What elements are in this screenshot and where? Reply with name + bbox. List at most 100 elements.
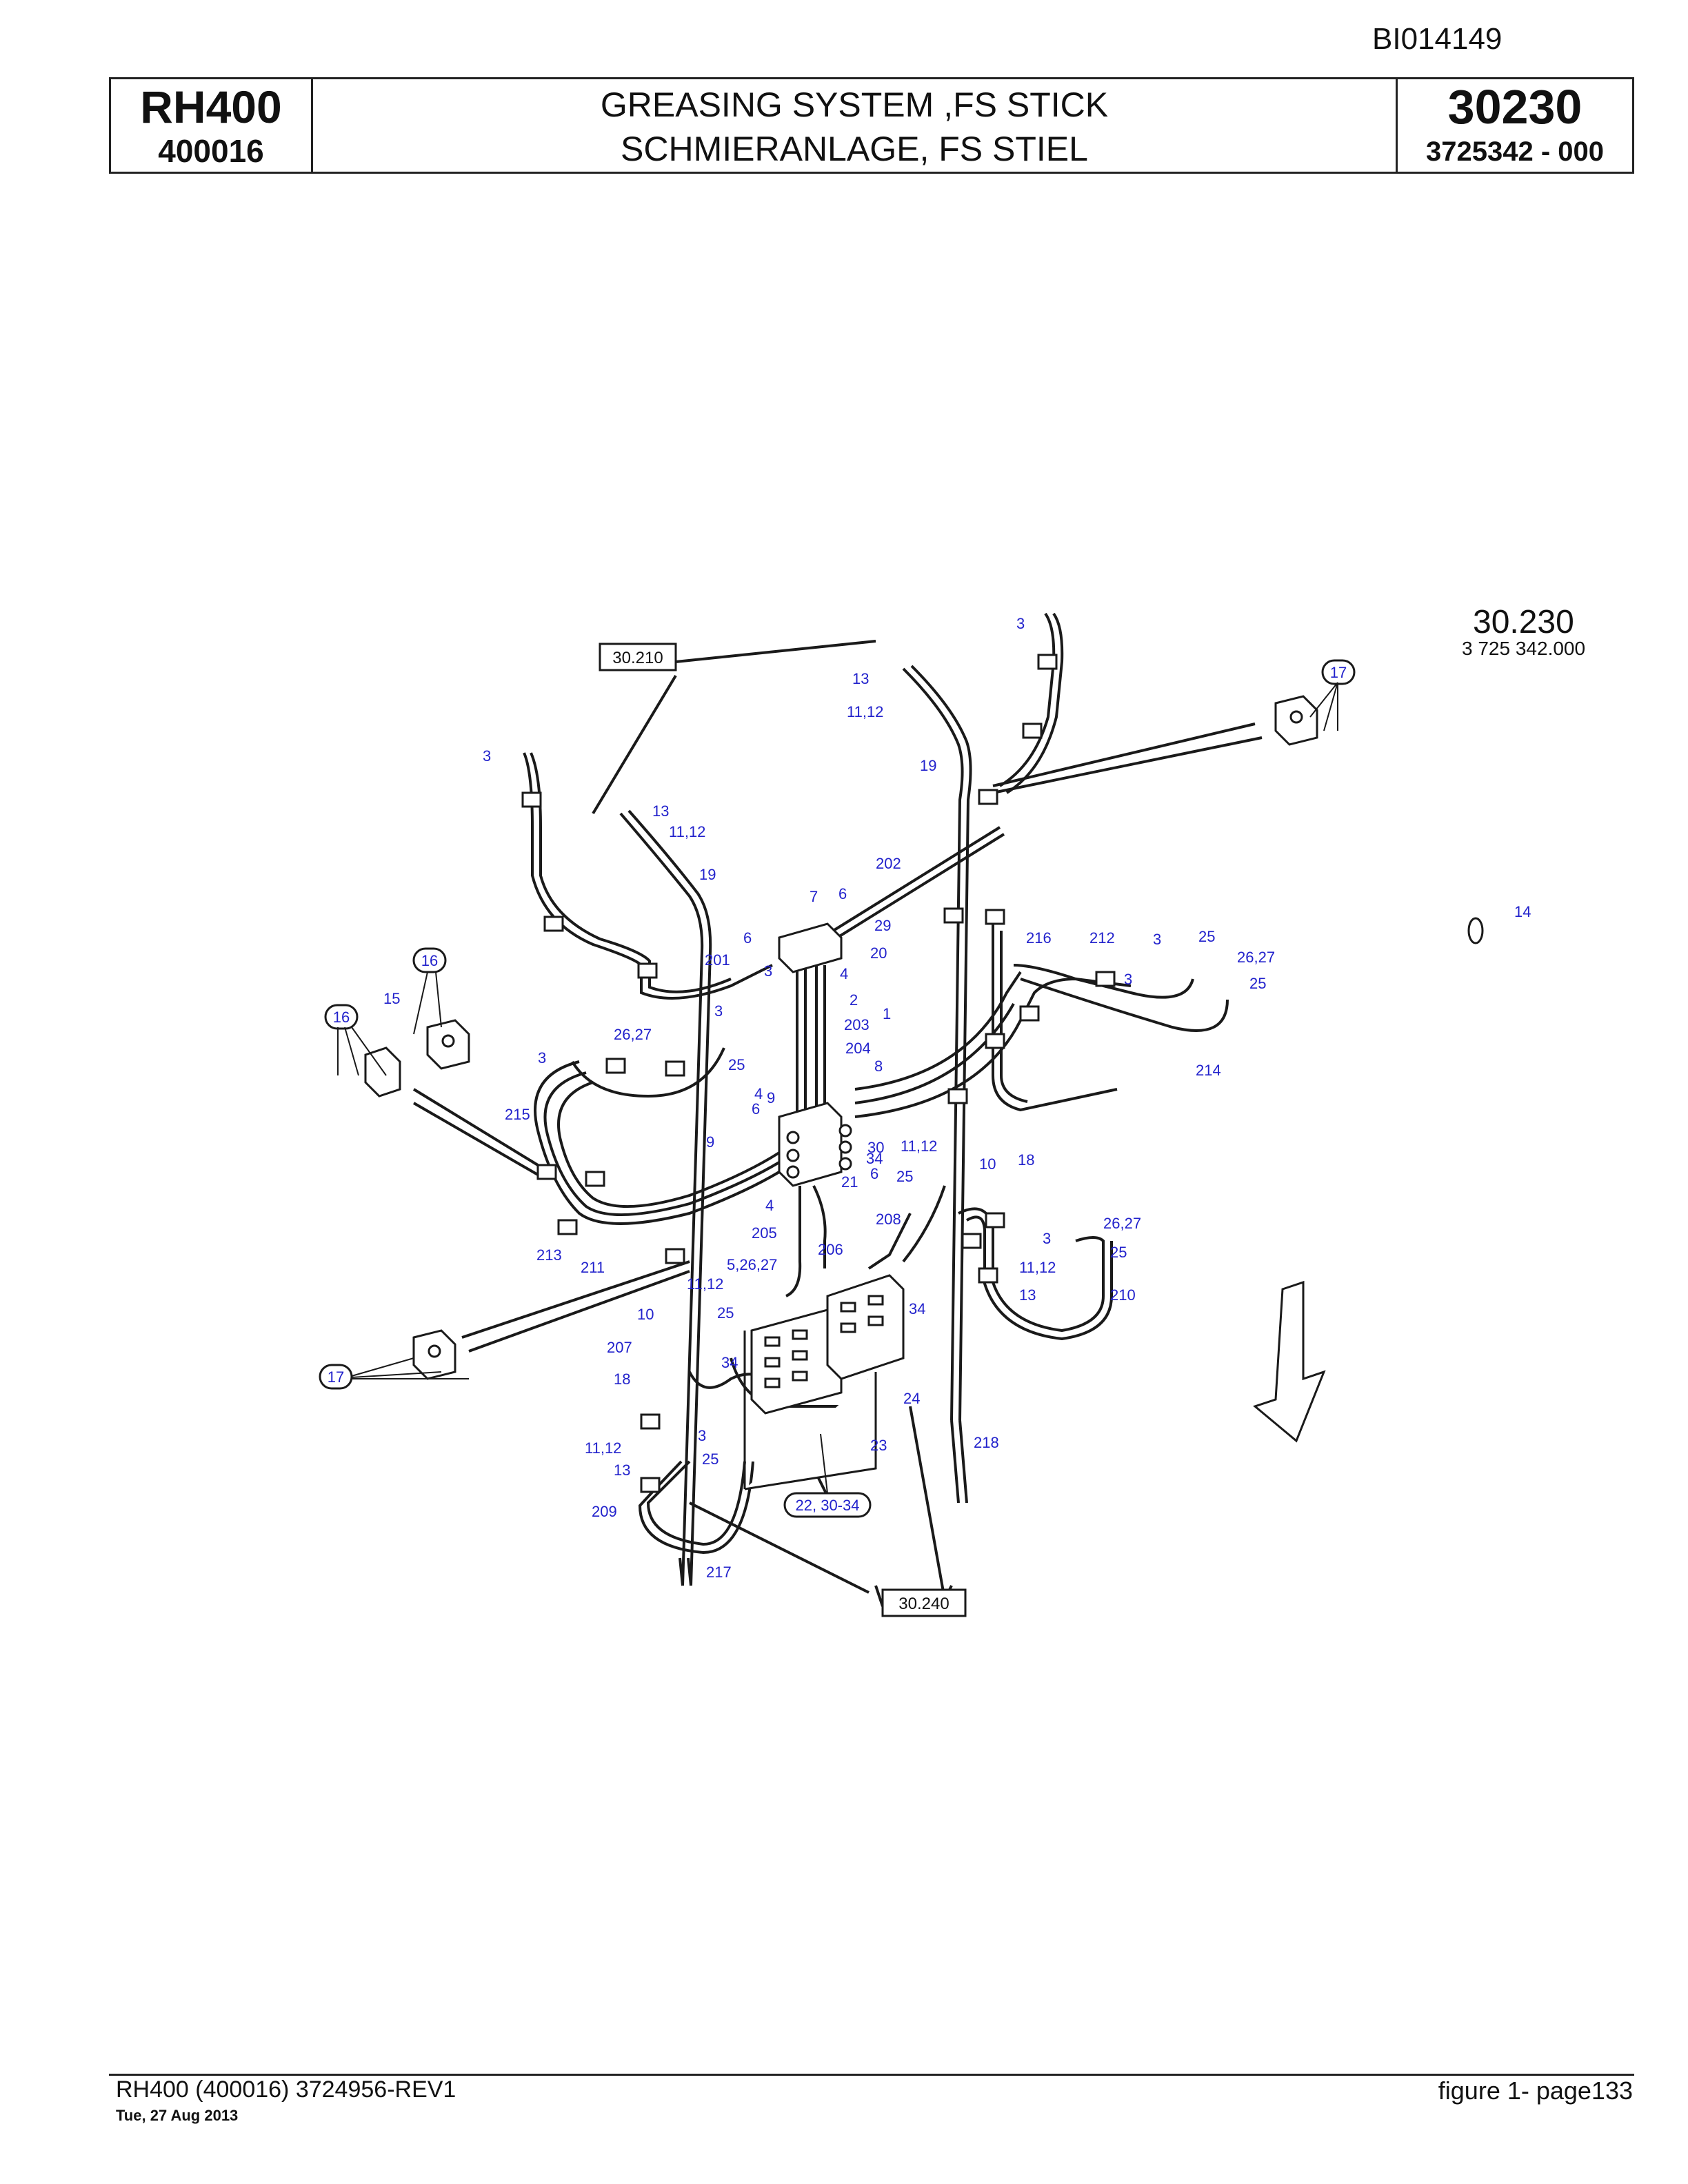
callout-9: 9: [767, 1089, 775, 1106]
direction-arrow-icon: [1252, 1280, 1326, 1443]
callout-34: 34: [866, 1150, 883, 1167]
title-block: RH400 400016 GREASING SYSTEM ,FS STICK S…: [109, 77, 1634, 174]
footer-rule: [109, 2074, 1634, 2076]
ref-group-label: 30.230: [1473, 604, 1574, 640]
callout-3: 3: [698, 1427, 706, 1444]
callout-26-27: 26,27: [1237, 949, 1275, 966]
callout-207: 207: [607, 1339, 632, 1356]
title-english: GREASING SYSTEM ,FS STICK: [600, 85, 1109, 124]
title-german: SCHMIERANLAGE, FS STIEL: [621, 130, 1088, 168]
lanyard-ring-icon: [1467, 917, 1484, 944]
callout-5-26-27: 5,26,27: [727, 1256, 777, 1273]
callout-2: 2: [850, 991, 858, 1009]
callout-26-27: 26,27: [1103, 1215, 1141, 1232]
callout-214: 214: [1196, 1062, 1221, 1079]
callout-204: 204: [845, 1040, 871, 1057]
callout-6: 6: [743, 929, 752, 947]
distributor-block-upper: [778, 922, 852, 1187]
callout-203: 203: [844, 1016, 870, 1033]
callout-19: 19: [699, 866, 716, 883]
callout-20: 20: [870, 944, 887, 962]
callout-10: 10: [637, 1306, 654, 1323]
callout-206: 206: [818, 1241, 843, 1258]
distributor-block-lower: [743, 1274, 905, 1490]
callout-211: 211: [581, 1259, 605, 1276]
ref-box-30240: 30.240: [881, 1588, 967, 1617]
callout-215: 215: [505, 1106, 530, 1123]
hose-clamps: [521, 654, 1116, 1493]
callout-30: 30: [867, 1139, 884, 1156]
callout-9: 9: [706, 1133, 714, 1151]
svg-text:30.210: 30.210: [612, 649, 663, 667]
circled-callouts: [319, 659, 1356, 1518]
callout-13: 13: [1019, 1286, 1036, 1304]
callout-4: 4: [754, 1085, 763, 1102]
callout-3: 3: [1124, 971, 1132, 988]
callout-202: 202: [876, 855, 901, 872]
callout-34: 34: [721, 1354, 738, 1371]
hose-lines: [412, 612, 1263, 1607]
circled-callout-labels: 16 16 17 17 22, 30-34: [328, 664, 1347, 1514]
callout-21: 21: [841, 1173, 858, 1191]
part-number: 3725342 - 000: [1425, 136, 1604, 167]
callout-210: 210: [1110, 1286, 1136, 1304]
callout-1: 1: [883, 1005, 891, 1022]
callout-14: 14: [1514, 903, 1531, 920]
callout-3: 3: [538, 1049, 546, 1066]
callout-25: 25: [1110, 1244, 1127, 1261]
callout-7: 7: [810, 888, 818, 905]
footer-doc-ref: RH400 (400016) 3724956-REV1: [116, 2076, 456, 2103]
ref-box-30210: 30.210: [599, 643, 677, 671]
callout-25: 25: [728, 1056, 745, 1073]
svg-text:30.240: 30.240: [898, 1595, 949, 1613]
callout-13: 13: [614, 1462, 630, 1479]
model-number: RH400: [140, 81, 282, 132]
callout-6: 6: [870, 1165, 878, 1182]
callout-8: 8: [874, 1058, 883, 1075]
callout-18: 18: [614, 1371, 630, 1388]
part-callouts: 31311,121931311,121920276629204212013152…: [383, 615, 1531, 1581]
callout-216: 216: [1026, 929, 1052, 947]
ref-partno-label: 3 725 342.000: [1462, 638, 1585, 659]
serial-number: 400016: [158, 133, 264, 169]
callout-24: 24: [903, 1390, 920, 1407]
callout-13: 13: [852, 670, 869, 687]
callout-209: 209: [592, 1503, 617, 1520]
callout-25: 25: [1249, 975, 1266, 992]
callout-15: 15: [383, 990, 400, 1007]
callout-10: 10: [979, 1155, 996, 1173]
callout-11-12: 11,12: [847, 703, 883, 720]
callout-26-27: 26,27: [614, 1026, 652, 1043]
callout-3: 3: [764, 962, 772, 980]
callout-25: 25: [717, 1304, 734, 1322]
callout-3: 3: [1043, 1230, 1051, 1247]
callout-17-a: 17: [1330, 664, 1347, 681]
callout-11-12: 11,12: [687, 1275, 723, 1293]
callout-16-a: 16: [421, 952, 438, 969]
callout-25: 25: [702, 1450, 719, 1468]
callout-23: 23: [870, 1437, 887, 1454]
group-number: 30230: [1447, 80, 1582, 134]
callout-11-12: 11,12: [901, 1138, 937, 1155]
callout-25: 25: [1198, 928, 1215, 945]
callout-3: 3: [1016, 615, 1025, 632]
callout-208: 208: [876, 1211, 901, 1228]
circled-callout-leaders: [337, 682, 1338, 1494]
callout-19: 19: [920, 757, 936, 774]
callout-213: 213: [536, 1246, 562, 1264]
footer-date: Tue, 27 Aug 2013: [116, 2107, 239, 2124]
callout-18: 18: [1018, 1151, 1034, 1169]
callout-11-12: 11,12: [669, 823, 705, 840]
title-cell: GREASING SYSTEM ,FS STICK SCHMIERANLAGE,…: [313, 79, 1398, 172]
callout-13: 13: [652, 802, 669, 820]
callout-201: 201: [705, 951, 730, 969]
callout-34: 34: [909, 1300, 925, 1317]
callout-6: 6: [838, 885, 847, 902]
callout-212: 212: [1089, 929, 1115, 947]
callout-205: 205: [752, 1224, 777, 1242]
callout-22-30-34: 22, 30-34: [796, 1497, 860, 1514]
callout-218: 218: [974, 1434, 999, 1451]
callout-16-b: 16: [333, 1009, 350, 1026]
callout-3: 3: [1153, 931, 1161, 948]
